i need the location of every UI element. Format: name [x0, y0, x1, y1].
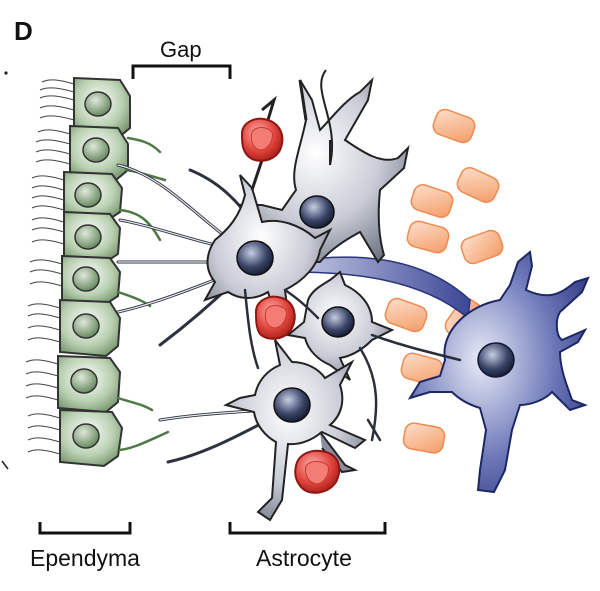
orange-glial-cells: [384, 108, 504, 454]
red-blood-cells: [240, 117, 341, 494]
ependymal-cell: [59, 298, 122, 358]
red-blood-cell: [254, 295, 296, 340]
glial-cell: [384, 297, 428, 333]
dot-mark: [4, 71, 8, 75]
ependymal-cell: [63, 170, 124, 222]
astrocyte-processes: [243, 288, 462, 442]
astrocyte: [285, 270, 395, 381]
ependymal-cell: [61, 254, 122, 306]
glial-cell: [410, 184, 454, 218]
neuron-nucleus: [477, 342, 515, 378]
tick-mark: [1, 460, 9, 470]
astrocyte-label: Astrocyte: [256, 545, 352, 571]
glial-cell: [432, 108, 476, 144]
glial-cell: [406, 220, 450, 254]
gap-label: Gap: [160, 37, 202, 62]
neuron: [289, 250, 590, 494]
gap-bracket: [131, 64, 232, 79]
panel-letter: D: [14, 16, 33, 46]
ependymal-cell: [63, 210, 122, 264]
red-blood-cell: [294, 449, 341, 494]
glial-cell: [402, 422, 446, 454]
cilia: [25, 79, 75, 455]
ependymal-cell: [59, 408, 124, 468]
glial-cell: [460, 229, 504, 265]
ependymal-cell: [73, 76, 131, 140]
ependymal-cell: [57, 354, 122, 414]
astrocyte-bracket: [228, 522, 387, 535]
glial-cell: [456, 166, 500, 204]
red-blood-cell: [240, 117, 284, 162]
ependymal-layer: [25, 76, 170, 468]
ependyma-label: Ependyma: [30, 545, 140, 571]
ependyma-bracket: [38, 522, 132, 535]
